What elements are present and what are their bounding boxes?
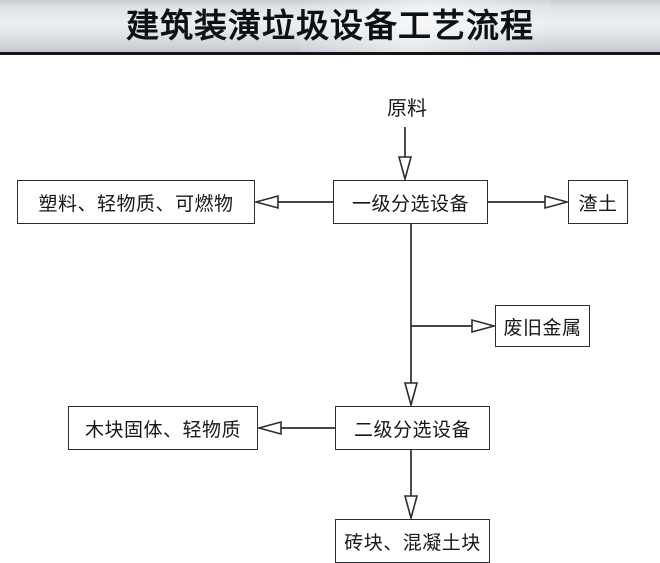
flowchart-canvas: 原料 塑料、轻物质、可燃物 一级分选设备 渣土 废旧金属 木块固体、轻物质 二级… [0,55,660,563]
node-wood-solids[interactable]: 木块固体、轻物质 [68,406,258,450]
title-banner: 建筑装潢垃圾设备工艺流程 [0,0,660,55]
node-stage1-sorter[interactable]: 一级分选设备 [333,180,488,224]
edge-stage1-to-slag [488,194,571,210]
edge-stage2-to-brick [403,450,419,522]
node-stage2-sorter[interactable]: 二级分选设备 [335,406,490,450]
flowchart-connectors [252,127,571,522]
page-title: 建筑装潢垃圾设备工艺流程 [126,7,534,44]
node-light-materials[interactable]: 塑料、轻物质、可燃物 [17,180,255,224]
edge-stage2-to-wood [255,420,335,436]
edge-raw-to-stage1 [397,127,413,183]
node-slag-soil[interactable]: 渣土 [568,180,628,224]
edge-stage1-to-metal [411,318,498,334]
edge-stage1-to-light [252,194,333,210]
node-brick-concrete[interactable]: 砖块、混凝土块 [335,519,490,563]
edge-stage1-to-stage2 [403,224,419,409]
node-raw-material[interactable]: 原料 [387,98,427,120]
node-scrap-metal[interactable]: 废旧金属 [495,305,590,347]
